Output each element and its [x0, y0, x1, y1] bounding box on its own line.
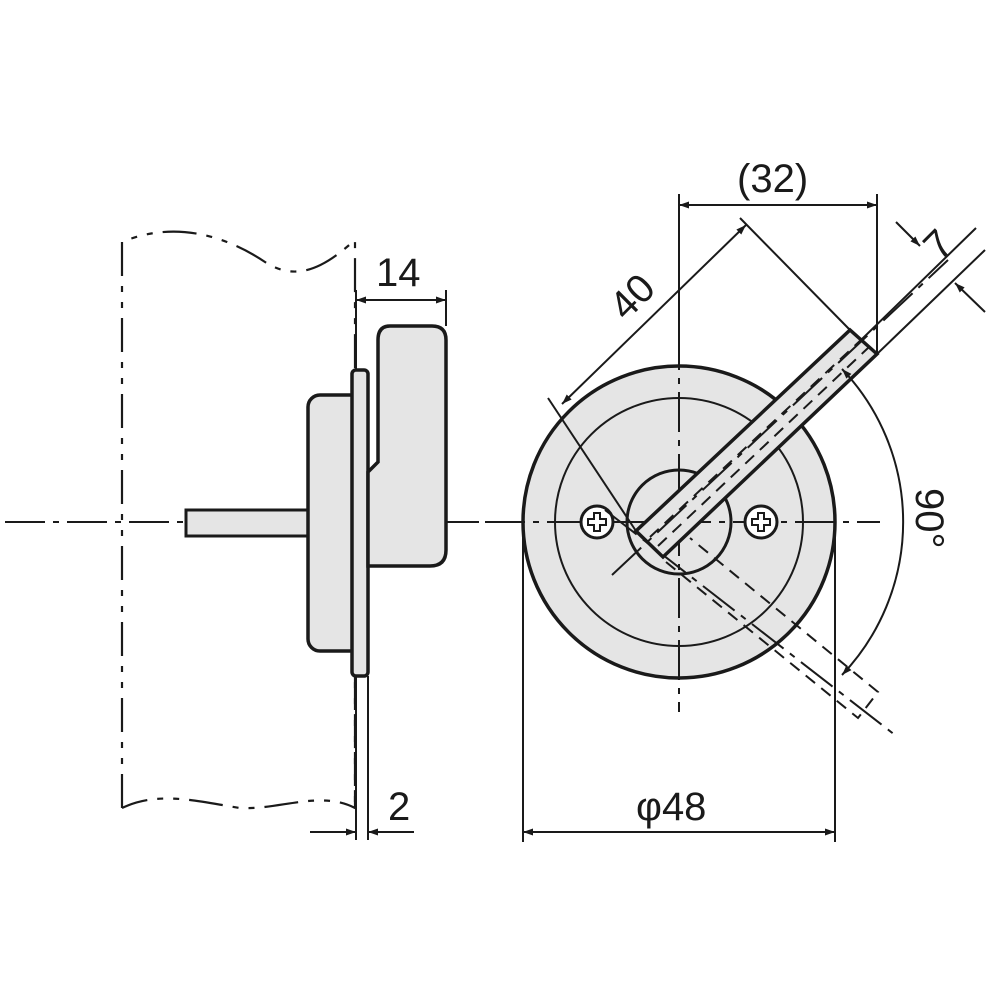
dimension-90-label: 90° [907, 488, 951, 549]
lever-rotated-position [604, 509, 896, 736]
dimension-2: 2 [310, 676, 414, 840]
flange [350, 368, 370, 678]
dimension-14-label: 14 [376, 251, 421, 295]
dimension-32-label: (32) [737, 157, 808, 201]
front-view: (32) 40 7 90° φ48 [485, 157, 986, 842]
dimension-2-label: 2 [388, 785, 410, 829]
dimension-7: 7 [861, 221, 986, 355]
dimension-32: (32) [678, 157, 878, 354]
side-view: 14 2 [5, 230, 480, 840]
dimension-diameter-48: φ48 [522, 522, 836, 842]
dimension-14: 14 [355, 251, 447, 370]
screw-left [579, 504, 615, 540]
door-panel-outline [120, 230, 357, 810]
knob-body [366, 324, 448, 568]
spindle [184, 508, 312, 538]
dimension-diameter-48-label: φ48 [636, 785, 706, 829]
screw-right [743, 504, 779, 540]
dimension-40-label: 40 [601, 266, 664, 329]
dimension-90-degrees: 90° [841, 368, 951, 676]
dimension-7-label: 7 [915, 222, 962, 269]
